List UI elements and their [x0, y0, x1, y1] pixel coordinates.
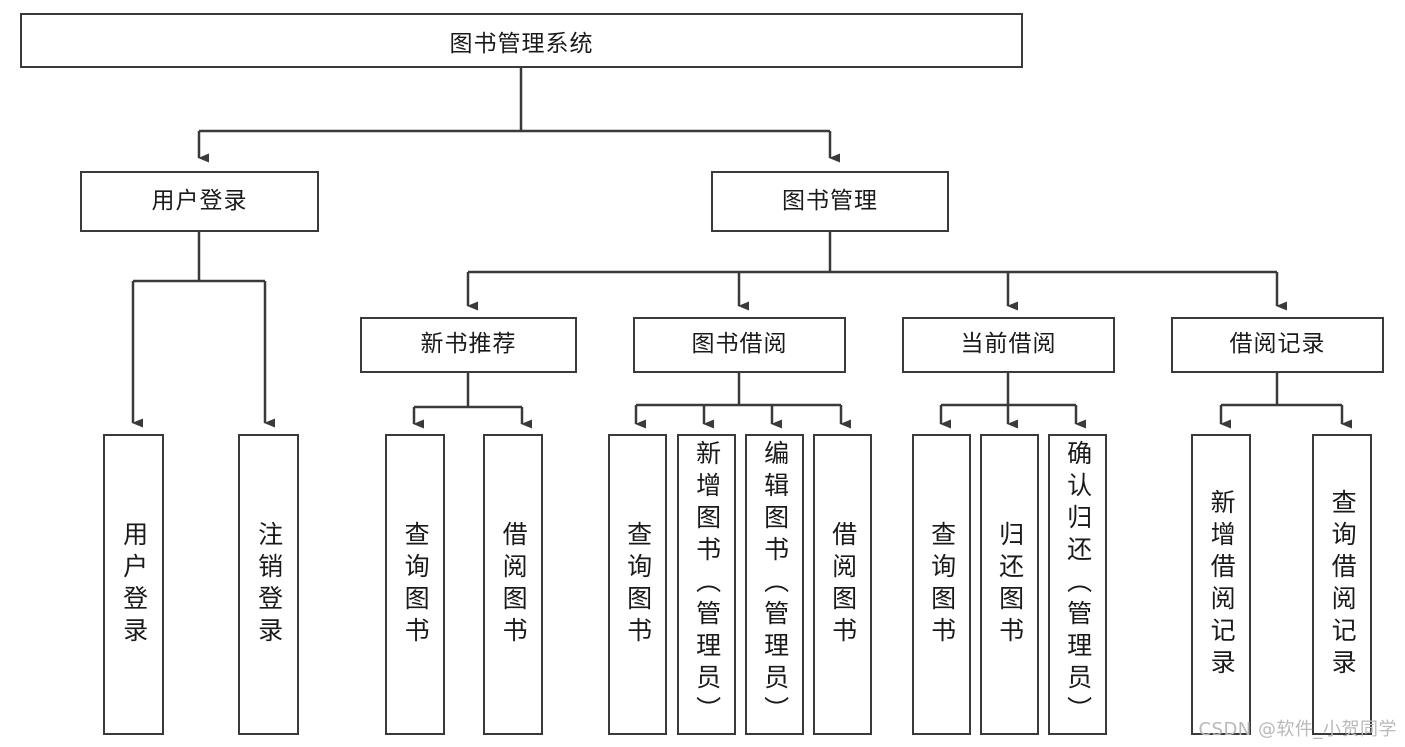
node-root-system[interactable]: 图书管理系统	[20, 13, 1023, 68]
node-leaf-query-book-3[interactable]: 查询图书	[912, 434, 971, 735]
node-leaf-add-record[interactable]: 新增借阅记录	[1191, 434, 1251, 735]
node-leaf-edit-book[interactable]: 编辑图书（管理员）	[745, 434, 804, 735]
node-leaf-user-logout[interactable]: 注销登录	[238, 434, 299, 735]
node-leaf-query-record[interactable]: 查询借阅记录	[1312, 434, 1372, 735]
node-current-borrow[interactable]: 当前借阅	[902, 317, 1115, 373]
node-leaf-query-book-2[interactable]: 查询图书	[608, 434, 667, 735]
node-leaf-query-book-1[interactable]: 查询图书	[385, 434, 445, 735]
node-leaf-return-book[interactable]: 归还图书	[980, 434, 1039, 735]
node-borrow-record[interactable]: 借阅记录	[1171, 317, 1384, 373]
node-new-book-recommend[interactable]: 新书推荐	[360, 317, 577, 373]
node-leaf-add-book[interactable]: 新增图书（管理员）	[677, 434, 736, 735]
node-user-login[interactable]: 用户登录	[80, 171, 319, 232]
node-book-borrow[interactable]: 图书借阅	[633, 317, 846, 373]
node-leaf-borrow-book-2[interactable]: 借阅图书	[813, 434, 872, 735]
node-leaf-borrow-book-1[interactable]: 借阅图书	[483, 434, 543, 735]
node-leaf-user-login[interactable]: 用户登录	[103, 434, 164, 735]
node-leaf-confirm-return[interactable]: 确认归还（管理员）	[1048, 434, 1107, 735]
csdn-watermark: CSDN @软件_小贺同学	[1198, 719, 1397, 740]
node-book-management[interactable]: 图书管理	[711, 171, 949, 232]
